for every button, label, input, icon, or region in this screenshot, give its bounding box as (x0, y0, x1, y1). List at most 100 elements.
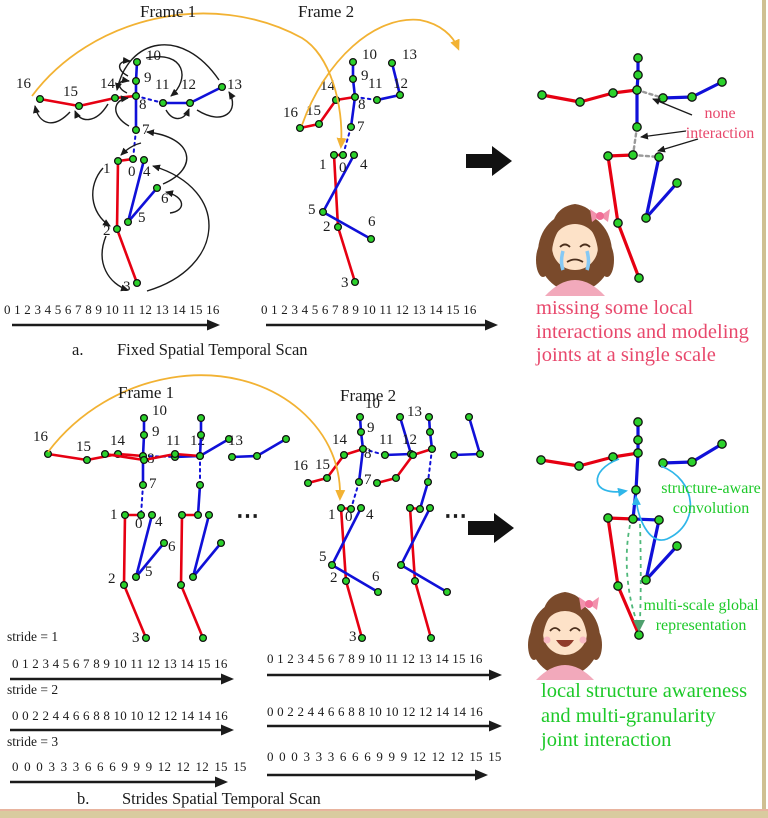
multi-scale-link (625, 524, 638, 623)
joint-0 (338, 150, 348, 160)
joint-15 (139, 455, 149, 465)
bone-15-14 (317, 98, 338, 126)
temporal-arc-b-frame1-to-frame2 (47, 374, 346, 501)
scan-arrow (146, 164, 210, 292)
joint-label-3: 3 (132, 630, 140, 646)
joint-label-0: 0 (339, 160, 347, 176)
joint-label-1: 1 (319, 157, 327, 173)
joint-0 (128, 154, 138, 164)
multi-scale-link (639, 523, 642, 621)
scan-arrow (74, 103, 109, 121)
bone-4-5 (134, 513, 154, 579)
joint-1 (329, 150, 339, 160)
bone-4-5 (399, 506, 432, 567)
joint-6 (216, 538, 226, 548)
b-frame2-stride2-sequence: 0 0 2 2 4 4 6 6 8 8 10 10 12 12 14 14 16 (267, 704, 483, 719)
bone-2-3 (413, 579, 433, 640)
joint-12 (475, 449, 485, 459)
joint-label-15: 15 (315, 457, 330, 473)
joint-label-7: 7 (357, 119, 365, 135)
skeleton-b-frame1-copy (100, 413, 291, 643)
joint-16 (100, 449, 110, 459)
joint-11 (449, 450, 459, 460)
joint-10 (348, 57, 358, 67)
bone-4-5 (191, 513, 211, 579)
b-frame2-stride1-sequence: 0 1 2 3 4 5 6 7 8 9 10 11 12 13 14 15 16 (267, 651, 483, 666)
a-summary-line1: missing some local (536, 297, 694, 319)
joint-label-11: 11 (379, 432, 393, 448)
structure-aware-line2: convolution (672, 500, 750, 517)
joint-3 (350, 277, 360, 287)
b-frame1-stride3-sequence: 0 0 0 3 3 3 6 6 6 9 9 9 12 12 12 15 15 (12, 759, 247, 774)
structure-aware-line1: structure-aware (661, 480, 761, 497)
joint-label-16: 16 (293, 458, 309, 474)
bone-16-15 (103, 452, 146, 462)
bone-2-3 (344, 579, 364, 640)
joint-label-4: 4 (155, 514, 163, 530)
joint-15 (574, 461, 584, 471)
structure-aware-arrow-left (596, 458, 628, 497)
joint-0 (628, 514, 638, 524)
bone-5-6 (330, 563, 380, 594)
joint-label-10: 10 (152, 403, 167, 419)
joint-0 (346, 504, 356, 514)
bone-7-0 (196, 483, 202, 517)
joint-2 (341, 576, 351, 586)
joint-13 (217, 82, 227, 92)
multi-scale-line1: multi-scale global (643, 597, 759, 614)
joint-1 (177, 510, 187, 520)
multi-scale-arrowhead (633, 620, 645, 632)
bone-4-5 (644, 155, 661, 220)
joint-10 (633, 417, 643, 427)
joint-label-7: 7 (364, 472, 372, 488)
happy-girl-emoji (528, 592, 602, 680)
joint-label-5: 5 (319, 549, 327, 565)
a-caption-letter: a. (72, 340, 84, 359)
bone-12-13 (690, 80, 724, 99)
joint-3 (634, 273, 644, 283)
bone-2-3 (616, 221, 641, 280)
stride1-label: stride = 1 (7, 629, 59, 644)
none-interaction-label: none interaction (672, 104, 768, 144)
joint-0 (415, 504, 425, 514)
joint-11 (158, 98, 168, 108)
joint-7 (346, 122, 356, 132)
joint-10 (355, 412, 365, 422)
b-summary-line2: and multi-granularity (541, 705, 716, 727)
joint-1 (603, 151, 613, 161)
joint-label-16: 16 (33, 429, 49, 445)
joint-9 (139, 430, 149, 440)
joint-15 (322, 473, 332, 483)
joint-label-3: 3 (123, 279, 131, 295)
joint-4 (204, 510, 214, 520)
bone-1-2 (122, 513, 127, 587)
joint-label-11: 11 (368, 76, 382, 92)
bone-1-2 (115, 159, 120, 231)
joint-12 (687, 92, 697, 102)
joint-4 (425, 503, 435, 513)
joint-label-2: 2 (108, 571, 116, 587)
joint-15 (314, 119, 324, 129)
bone-12-13 (198, 437, 231, 458)
bone-7-0 (350, 481, 360, 510)
bone-2-3 (336, 225, 357, 284)
joint-8 (350, 92, 360, 102)
b-frame2-stride3-sequence: 0 0 0 3 3 3 6 6 6 9 9 9 12 12 12 15 15 (267, 749, 502, 764)
b-frame1-ellipsis: ⋯ (236, 503, 260, 528)
joint-4 (139, 155, 149, 165)
bone-5-6 (644, 181, 679, 220)
bone-1-2 (179, 513, 184, 587)
joint-5 (641, 575, 651, 585)
joint-label-8: 8 (139, 97, 147, 113)
joint-label-13: 13 (407, 404, 422, 420)
joint-16 (537, 90, 547, 100)
multi-scale-links (625, 523, 645, 632)
a-summary-line3: joints at a single scale (536, 344, 716, 366)
joint-10 (424, 412, 434, 422)
joint-0 (193, 510, 203, 520)
bone-8-7 (357, 447, 365, 484)
bone-16-15 (46, 452, 89, 462)
bone-12-13 (255, 437, 288, 458)
scan-arrow (33, 105, 71, 124)
